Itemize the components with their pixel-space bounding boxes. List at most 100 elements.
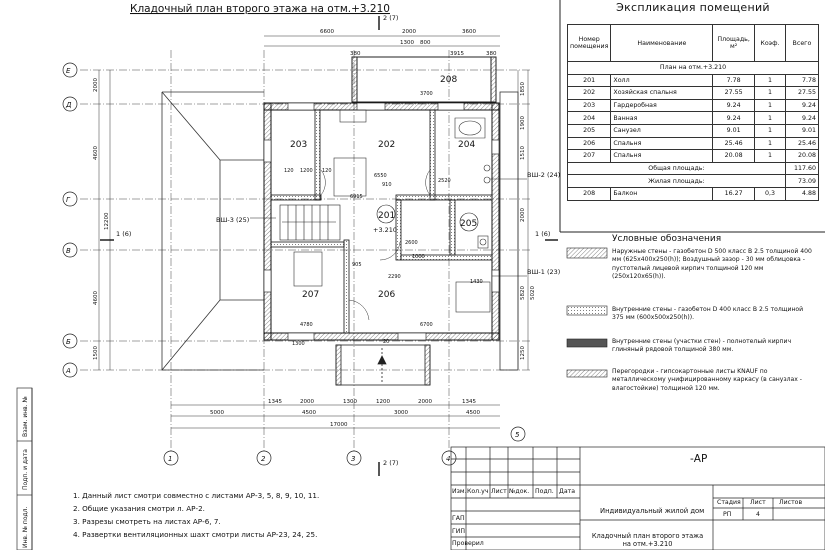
dim-axis-1: 5000 bbox=[210, 410, 224, 416]
row-total: 7.78 bbox=[784, 73, 820, 88]
dim-right-6: 5020 bbox=[530, 286, 536, 300]
col-label-kol: Кол.уч bbox=[467, 488, 489, 495]
row-num: 205 bbox=[566, 123, 612, 138]
dim-left-3: 4600 bbox=[93, 291, 99, 305]
sheet-label: Лист bbox=[750, 499, 766, 506]
row-name: Санузел bbox=[610, 123, 714, 138]
col-label-data: Дата bbox=[559, 488, 576, 495]
living-area-value: 73.09 bbox=[784, 174, 820, 188]
dim-top-3: 3600 bbox=[462, 29, 476, 35]
dim-inner-16: 1300 bbox=[292, 341, 305, 347]
dim-top-7: 3915 bbox=[450, 51, 464, 57]
row-area: 16.27 bbox=[712, 186, 755, 201]
dim-inner-8: 6700 bbox=[420, 322, 433, 328]
row-area: 7.78 bbox=[712, 73, 755, 88]
header-coef: Коэф. bbox=[754, 24, 786, 62]
axis-col-3: 3 bbox=[351, 455, 355, 463]
row-name: Спальня bbox=[610, 136, 714, 151]
dim-inner-12: 120 bbox=[284, 168, 294, 174]
note-2: 2. Общие указания смотри л. АР-2. bbox=[73, 504, 205, 513]
legend-item-interior: Внутренние стены - газобетон D 400 класс… bbox=[612, 306, 804, 322]
axis-col-4: 4 bbox=[446, 455, 450, 463]
dim-bot-1: 1345 bbox=[268, 399, 282, 405]
room-207: 207 bbox=[302, 290, 319, 300]
shaft-vsh2: ВШ-2 (24) bbox=[527, 171, 560, 179]
table-row: 202 Хозяйская спальня 27.55 1 27.55 bbox=[566, 86, 820, 100]
dim-right-7: 1250 bbox=[520, 346, 526, 360]
row-total: 9.01 bbox=[784, 123, 820, 138]
balcony-208 bbox=[351, 56, 497, 103]
row-coef: 0,3 bbox=[754, 186, 786, 201]
row-coef: 1 bbox=[754, 149, 786, 163]
dim-inner-13: 905 bbox=[352, 262, 362, 268]
row-coef: 1 bbox=[754, 73, 786, 88]
explication-header-row: Номер помещения Наименование Площадь, м²… bbox=[566, 24, 820, 62]
table-row: 206 Спальня 25.46 1 25.46 bbox=[566, 136, 820, 151]
row-area: 9.24 bbox=[712, 111, 755, 125]
role-gap: ГАП bbox=[452, 515, 465, 522]
stage-value: РП bbox=[723, 511, 732, 518]
dim-inner-9: 910 bbox=[382, 182, 392, 188]
room-205: 205 bbox=[460, 219, 477, 229]
axis-col-5: 5 bbox=[515, 431, 520, 439]
header-name: Наименование bbox=[610, 24, 714, 62]
dim-left-4: 1500 bbox=[93, 346, 99, 360]
section-mark-left: 1 (6) bbox=[116, 230, 131, 238]
dim-bot-4: 2000 bbox=[418, 399, 432, 405]
dim-axis-3: 3000 bbox=[394, 410, 408, 416]
dim-inner-3: 2520 bbox=[438, 178, 451, 184]
table-row: 203 Гардеробная 9.24 1 9.24 bbox=[566, 98, 820, 113]
interior-walls bbox=[270, 109, 493, 334]
dim-bot-2: 2000 bbox=[300, 399, 314, 405]
dim-axis-4: 4500 bbox=[466, 410, 480, 416]
balcony-row: 208 Балкон 16.27 0,3 4.88 bbox=[566, 186, 820, 201]
total-area-label: Общая площадь: bbox=[567, 161, 786, 176]
row-total: 4.88 bbox=[784, 186, 820, 201]
stage-label: Стадия bbox=[717, 499, 741, 506]
dim-inner-15: 1000 bbox=[412, 254, 425, 260]
explication-title: Экспликация помещений bbox=[616, 1, 770, 14]
row-total: 25.46 bbox=[784, 136, 820, 151]
row-num: 207 bbox=[566, 149, 612, 163]
dim-right-1: 1850 bbox=[520, 82, 526, 96]
room-206: 206 bbox=[378, 290, 395, 300]
room-201-level: +3.210 bbox=[373, 226, 397, 234]
dim-inner-11: 1200 bbox=[300, 168, 313, 174]
dim-right-5: 5820 bbox=[520, 286, 526, 300]
dim-inner-14: 1430 bbox=[470, 279, 483, 285]
legend-item-brick: Внутренние стены (участки стен) - полнот… bbox=[612, 338, 792, 354]
row-total: 20.08 bbox=[784, 149, 820, 163]
col-label-podp: Подп. bbox=[535, 488, 554, 495]
room-204: 204 bbox=[458, 140, 475, 150]
row-name: Балкон bbox=[610, 186, 714, 201]
row-total: 9.24 bbox=[784, 98, 820, 113]
legend-title: Условные обозначения bbox=[612, 234, 722, 244]
col-label-list: Лист bbox=[491, 488, 507, 495]
living-area-row: Жилая площадь: 73.09 bbox=[567, 174, 820, 188]
doors bbox=[320, 169, 431, 321]
dim-axis-2: 4500 bbox=[302, 410, 316, 416]
axis-col-bubbles bbox=[163, 426, 526, 466]
note-1: 1. Данный лист смотри совместно с листам… bbox=[73, 491, 320, 500]
entrance-porch bbox=[335, 344, 431, 386]
row-num: 203 bbox=[566, 98, 612, 113]
dim-right-3: 1510 bbox=[520, 146, 526, 160]
dim-inner-4: 6915 bbox=[350, 194, 363, 200]
table-row: 204 Ванная 9.24 1 9.24 bbox=[566, 111, 820, 125]
dim-bot-3: 1200 bbox=[376, 399, 390, 405]
room-203: 203 bbox=[290, 140, 307, 150]
row-name: Гардеробная bbox=[610, 98, 714, 113]
dim-inner-5: 2600 bbox=[405, 240, 418, 246]
header-area: Площадь, м² bbox=[712, 24, 755, 62]
row-coef: 1 bbox=[754, 136, 786, 151]
explication-section: План на отм.+3.210 bbox=[567, 61, 819, 75]
table-row: 207 Спальня 20.08 1 20.08 bbox=[566, 149, 820, 163]
sheet-name: Кладочный план второго этажа на отм.+3.2… bbox=[591, 532, 704, 548]
axis-row-g: Г bbox=[66, 196, 71, 204]
row-name: Хозяйская спальня bbox=[610, 86, 714, 100]
row-coef: 1 bbox=[754, 86, 786, 100]
row-total: 27.55 bbox=[784, 86, 820, 100]
row-num: 206 bbox=[566, 136, 612, 151]
row-area: 9.24 bbox=[712, 98, 755, 113]
dim-top-4: 1300 bbox=[400, 40, 414, 46]
